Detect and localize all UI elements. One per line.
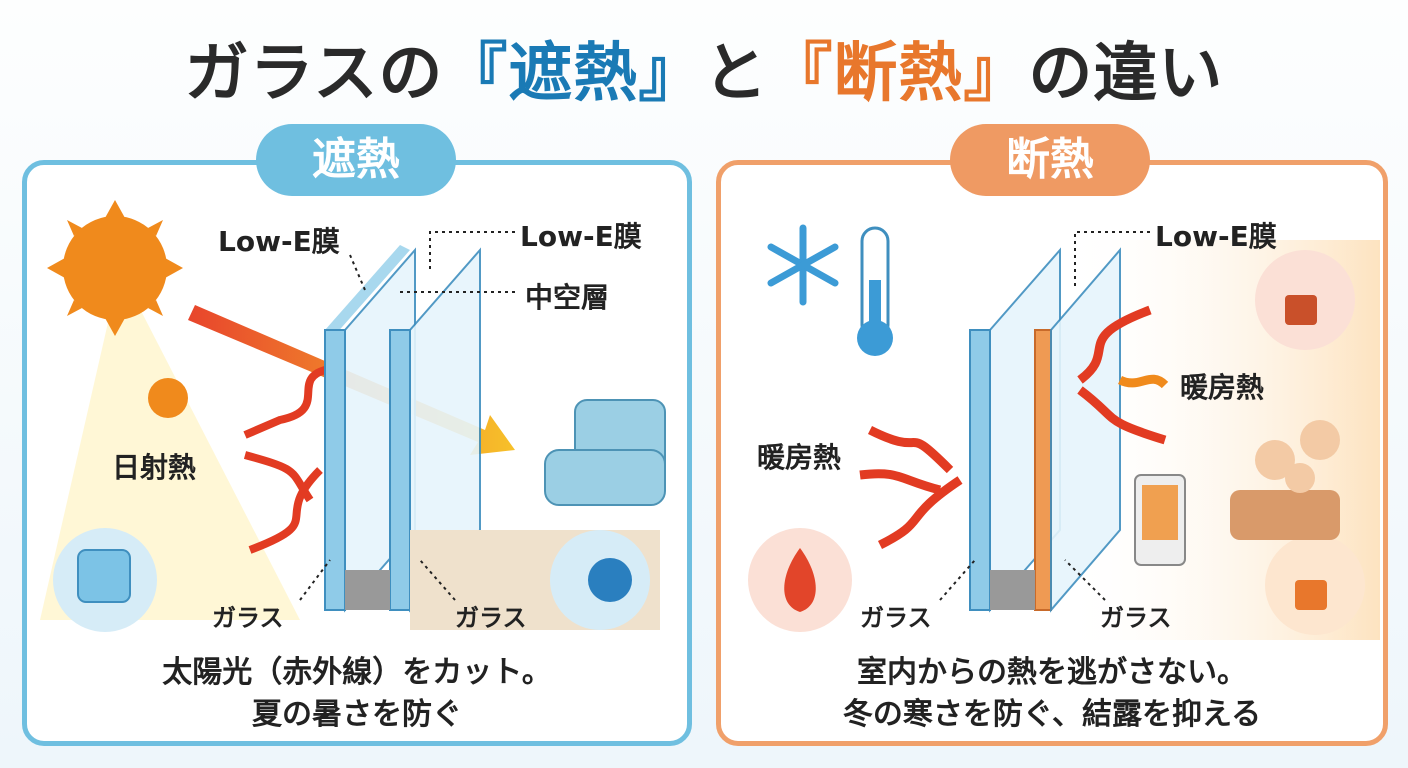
caption-line: 冬の寒さを防ぐ、結露を抑える [842, 697, 1262, 732]
fire-icon [748, 528, 852, 632]
coffee-cup-icon-bottom [1265, 535, 1365, 635]
fan-icon [550, 530, 650, 630]
caption-line: 太陽光（赤外線）をカット。 [162, 655, 552, 690]
shanetsu-caption: 太陽光（赤外線）をカット。夏の暑さを防ぐ [22, 652, 692, 736]
glass-label-1: ガラス [212, 604, 284, 632]
low-e-label-1: Low-E膜 [218, 225, 340, 258]
heating-heat-label-room: 暖房熱 [1180, 371, 1265, 404]
sun-icon [47, 200, 183, 336]
leader-lines-right [939, 231, 1150, 601]
caption-line: 室内からの熱を逃がさない。 [857, 655, 1247, 690]
double-glazing-left [324, 245, 481, 613]
caption-line: 夏の暑さを防ぐ [252, 697, 462, 732]
reflected-heat-arrows-icon [243, 366, 327, 554]
coffee-cup-icon-top [1255, 250, 1355, 350]
ice-icon [53, 528, 157, 632]
family-icon [1230, 420, 1340, 540]
leader-lines-left [299, 231, 515, 601]
snowflake-icon [767, 224, 839, 306]
double-glazing-right [969, 247, 1121, 613]
shanetsu-badge: 遮熱 [256, 124, 456, 196]
heating-heat-label-escape: 暖房熱 [757, 441, 842, 474]
small-sun-icon [148, 378, 188, 418]
glass-label-2: ガラス [455, 604, 527, 632]
low-e-label-2: Low-E膜 [520, 220, 642, 253]
glass-label-1: ガラス [860, 604, 932, 632]
air-layer-label: 中空層 [525, 281, 610, 314]
heater-icon [1134, 474, 1186, 566]
solar-heat-label: 日射熱 [112, 451, 197, 484]
thermometer-icon [857, 226, 893, 356]
sofa-icon [544, 399, 666, 506]
glass-label-2: ガラス [1100, 604, 1172, 632]
page-title: ガラスの『遮熱』と『断熱』の違い [184, 37, 1224, 111]
low-e-label: Low-E膜 [1155, 220, 1277, 253]
dannetsu-caption: 室内からの熱を逃がさない。冬の寒さを防ぐ、結露を抑える [716, 652, 1388, 736]
heat-arrows-icon [859, 305, 1169, 550]
dannetsu-badge: 断熱 [950, 124, 1150, 196]
